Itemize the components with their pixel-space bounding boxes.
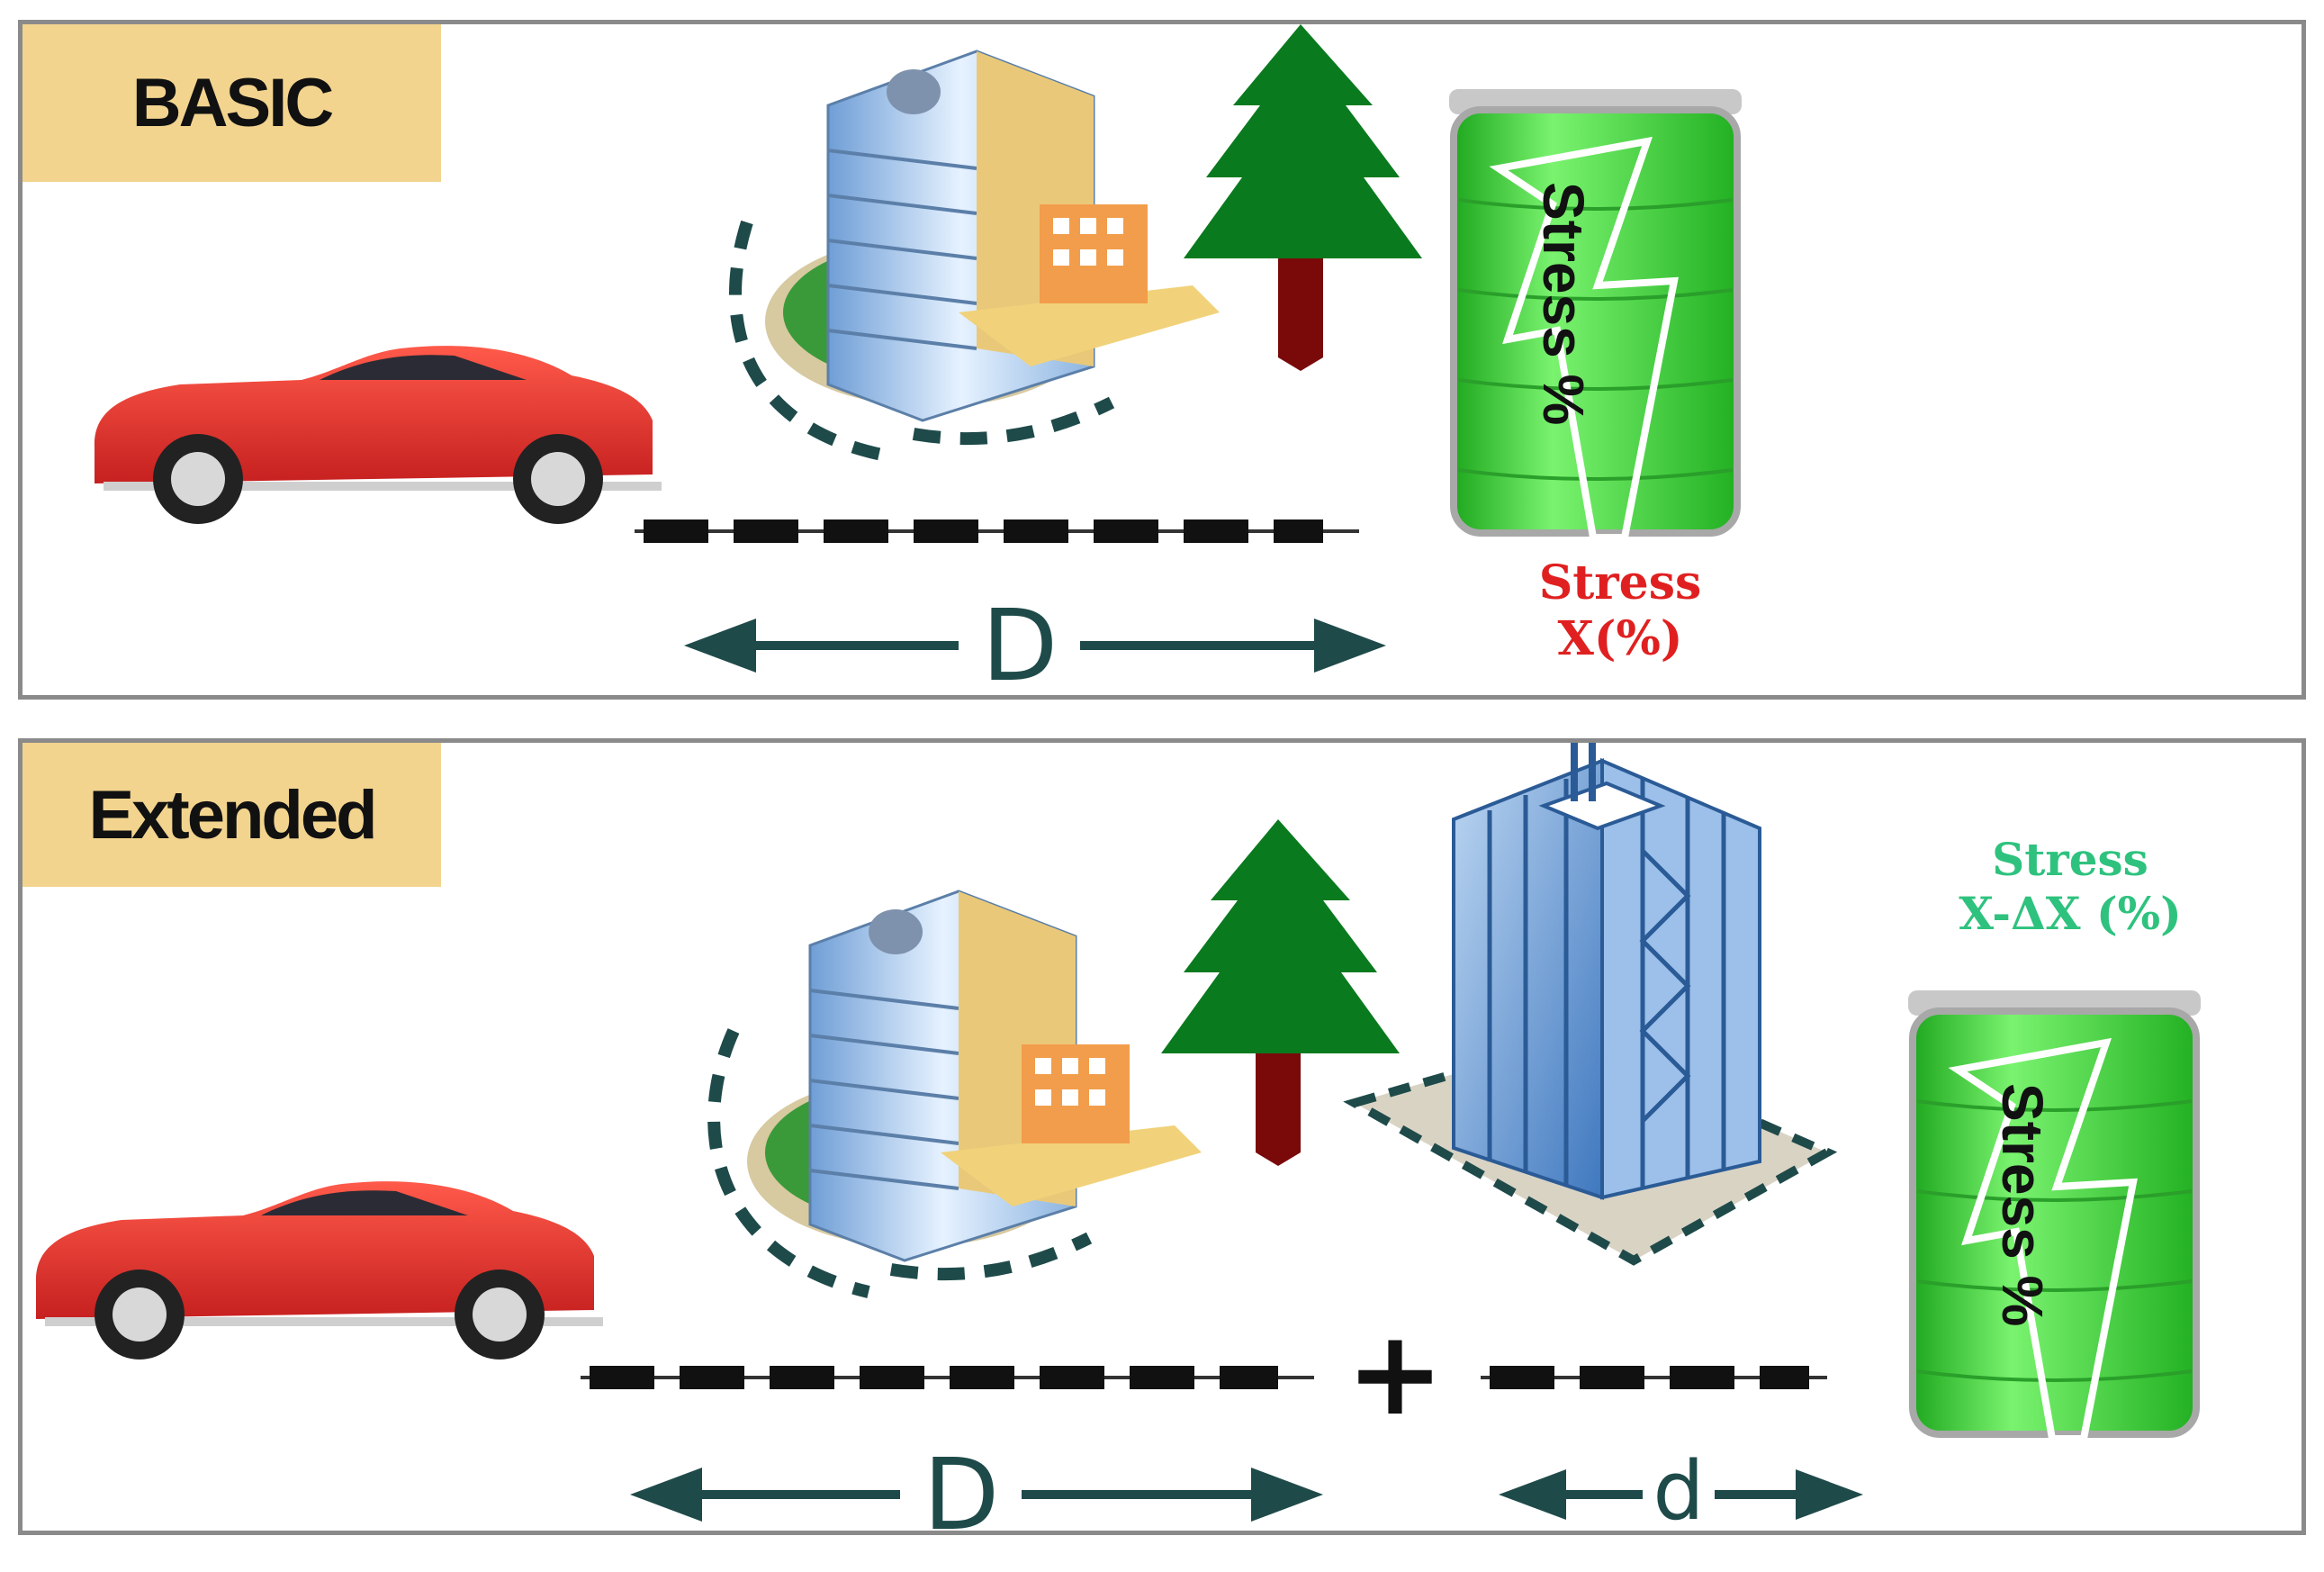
stress-caption-extended: Stress X-ΔX (%) [1922, 833, 2219, 941]
battery-icon: Stress % [1449, 89, 1742, 541]
skyscraper-icon [1343, 743, 1838, 1266]
distance-arrow: D [630, 1437, 1323, 1531]
office-building-icon [707, 890, 1202, 1298]
basic-tag: BASIC [23, 24, 441, 182]
car-icon [35, 1181, 603, 1360]
extended-tag: Extended [23, 743, 441, 887]
battery-label: Stress % [1531, 182, 1596, 425]
battery-label: Stress % [1990, 1083, 2055, 1326]
extra-distance-arrow: d [1499, 1444, 1863, 1531]
car-icon [94, 346, 662, 524]
plus-sign: + [1347, 1305, 1445, 1441]
stress-caption-line2: X(%) [1557, 611, 1683, 667]
battery-icon: Stress % [1908, 990, 2201, 1442]
extra-distance-label: d [1653, 1444, 1704, 1531]
tree-icon [1161, 819, 1400, 1166]
stress-caption-basic: Stress X(%) [1485, 556, 1755, 668]
basic-scene: Stress % D [94, 24, 1742, 695]
stress-caption-line2: X-ΔX (%) [1959, 887, 2182, 940]
distance-label: D [982, 588, 1058, 695]
extended-scene: + [35, 743, 2201, 1531]
stress-caption-line1: Stress [1538, 556, 1702, 610]
stress-caption-line1: Stress [1992, 833, 2148, 886]
distance-label: D [923, 1437, 1000, 1531]
office-building-icon [729, 50, 1220, 463]
extended-panel: Extended [18, 738, 2306, 1535]
basic-panel: BASIC [18, 20, 2306, 700]
tree-icon [1184, 24, 1422, 371]
distance-arrow: D [684, 588, 1386, 695]
